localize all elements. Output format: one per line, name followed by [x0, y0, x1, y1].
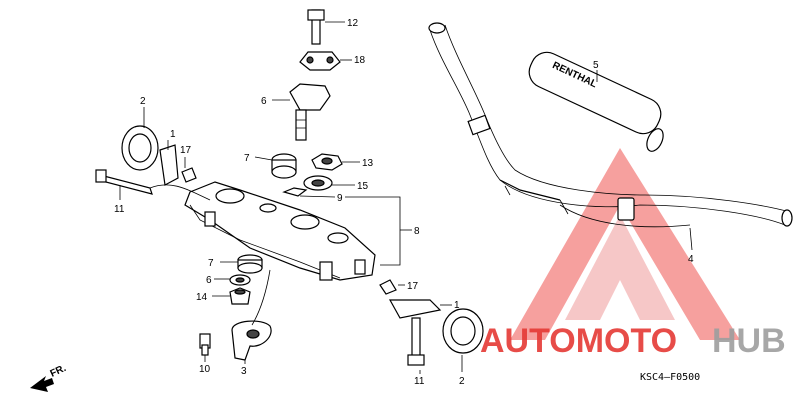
washer-15 [303, 175, 333, 191]
callout-5: 5 [593, 60, 599, 71]
leader-lines [119, 21, 693, 374]
handlebar-grip: RENTHAL [528, 51, 664, 152]
rubber-6 [229, 274, 251, 286]
front-arrow-icon [30, 376, 54, 392]
callout-6-upper: 6 [261, 96, 267, 107]
collar-14 [229, 287, 251, 305]
callout-8: 8 [414, 226, 420, 237]
top-bridge [184, 181, 376, 281]
callout-12: 12 [347, 18, 359, 29]
cable-holder-left [95, 125, 197, 195]
callout-18: 18 [354, 55, 366, 66]
callout-11-left: 11 [114, 204, 125, 215]
callout-11-right: 11 [414, 376, 425, 387]
cable-guide [199, 320, 272, 361]
callout-1-right: 1 [454, 300, 460, 311]
callout-9: 9 [337, 193, 343, 204]
callout-15: 15 [357, 181, 369, 192]
watermark-triangle [510, 148, 740, 340]
seat-9 [282, 187, 308, 197]
callout-7-upper: 7 [244, 153, 250, 164]
nut-13 [311, 153, 343, 171]
watermark-text-secondary: HUB [712, 322, 786, 360]
damper-lower [237, 254, 263, 274]
watermark-text: AUTOMOTO HUB [480, 322, 786, 360]
front-indicator: FR. [30, 363, 68, 392]
callout-10: 10 [199, 364, 211, 375]
callout-1-left: 1 [170, 129, 176, 140]
callout-2-right: 2 [459, 376, 465, 387]
callout-17-left: 17 [180, 145, 192, 156]
callout-4: 4 [688, 254, 694, 265]
callout-labels: 12 18 6 7 13 15 9 8 7 6 14 2 1 17 11 17 … [114, 18, 694, 387]
handlebar-holder [289, 83, 331, 141]
callout-14: 14 [196, 292, 208, 303]
front-label: FR. [49, 363, 68, 380]
damper-upper [271, 153, 297, 179]
callout-17-right: 17 [407, 281, 419, 292]
cable-holder-right [379, 279, 484, 366]
handlebar-clamp-upper [299, 9, 341, 71]
callout-7-lower: 7 [208, 258, 214, 269]
callout-13: 13 [362, 158, 374, 169]
callout-2-left: 2 [140, 96, 146, 107]
diagram-code: KSC4–F0500 [640, 372, 700, 383]
watermark-text-primary: AUTOMOTO [480, 322, 677, 360]
callout-3: 3 [241, 366, 247, 377]
handlebar [428, 22, 793, 228]
callout-6-lower: 6 [206, 275, 212, 286]
